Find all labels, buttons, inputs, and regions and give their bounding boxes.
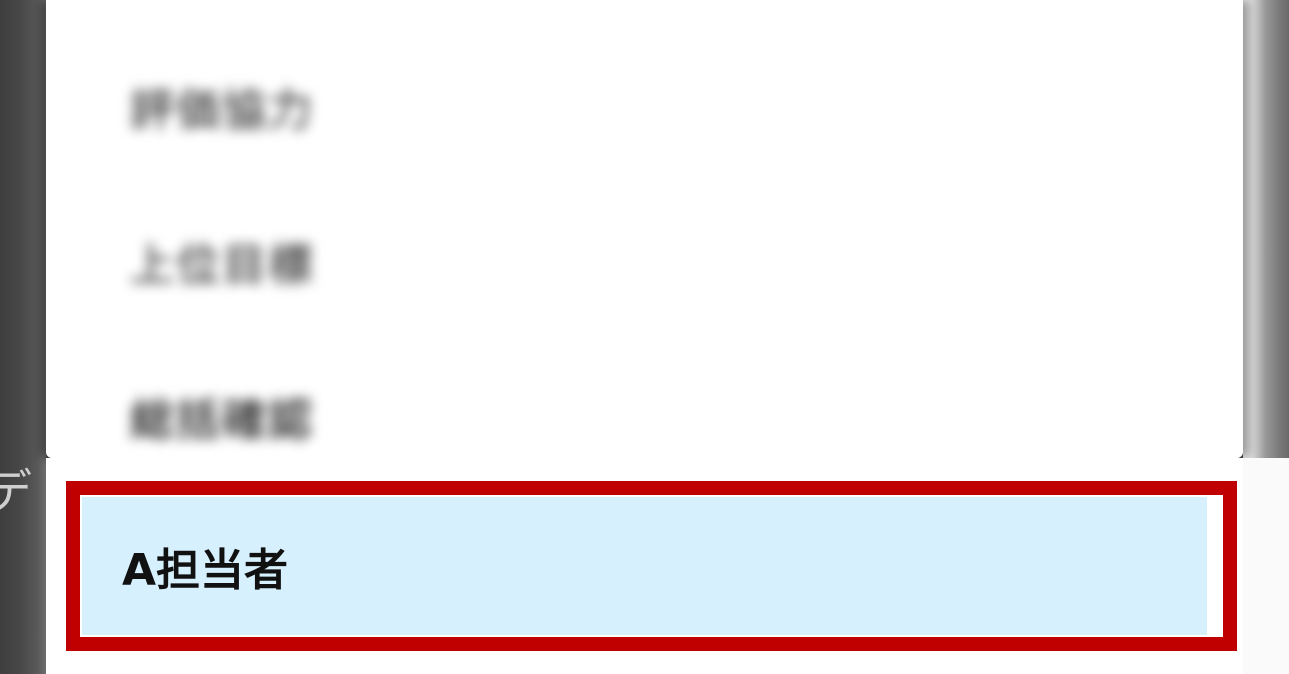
selected-option-label: A担当者 (122, 545, 289, 596)
dropdown-option-label: 評価協力 (130, 85, 314, 136)
dropdown-list: 評価協力 上位目標 総括確認 (46, 0, 1243, 458)
dropdown-option[interactable]: 総括確認 (46, 360, 1243, 460)
dropdown-option-selected[interactable]: A担当者 (82, 497, 1207, 635)
backdrop-left (0, 0, 46, 674)
background-field-label: デ (0, 464, 32, 518)
dropdown-option[interactable]: 評価協力 (46, 50, 1243, 150)
highlight-annotation-frame: A担当者 (66, 481, 1237, 651)
lower-area-edge (1243, 458, 1289, 674)
dropdown-option[interactable]: 上位目標 (46, 205, 1243, 305)
dropdown-option-label: 上位目標 (130, 240, 314, 291)
dropdown-option-label: 総括確認 (130, 395, 314, 446)
